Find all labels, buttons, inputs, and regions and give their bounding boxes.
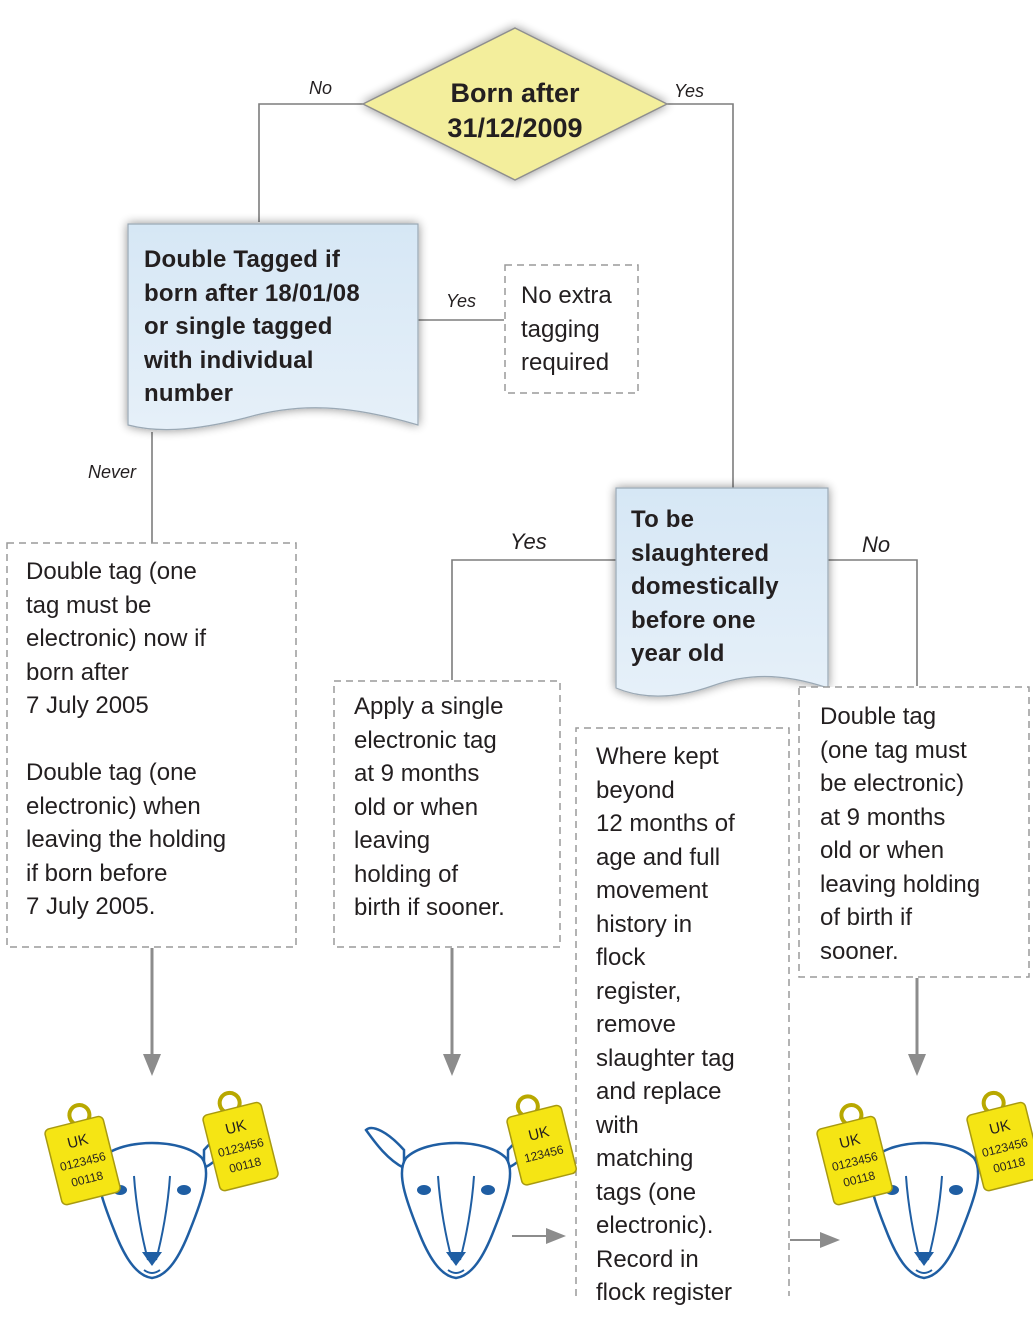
tag-country: UK: [66, 1131, 90, 1153]
double-tag-9m-text: Double tag (one tag must be electronic) …: [820, 703, 981, 965]
label-no-top: No: [309, 78, 333, 98]
box-double-tag-now-outline: [6, 542, 297, 948]
arrow-down-middle: [443, 1054, 461, 1076]
kept-beyond-text: Where kept beyond 12 months of age and f…: [596, 743, 735, 1306]
connector-no-branch: [258, 103, 363, 222]
tag-country: UK: [527, 1123, 551, 1145]
decision-line-2: 31/12/2009: [447, 113, 582, 143]
document-slaughter: [615, 487, 829, 697]
arrow-down-right: [908, 1054, 926, 1076]
arrow-right-from-kept-box: [820, 1232, 840, 1248]
tag-country: UK: [224, 1117, 248, 1139]
label-yes-no-extra: Yes: [446, 291, 477, 311]
label-never: Never: [88, 462, 137, 482]
sheep-double-tagged-icon: UK 0123456 00118 UK 0123456 00118: [816, 1090, 1033, 1280]
box-single-tag-outline: [333, 680, 561, 948]
tag-country: UK: [988, 1117, 1012, 1139]
tag-right-ear: UK 0123456 00118: [202, 1090, 279, 1192]
double-tagged-question: Double Tagged if born after 18/01/08 or …: [144, 246, 360, 407]
sheep-double-tagged-icon: UK 0123456 00118 UK 0123456 00118: [44, 1090, 279, 1280]
connector-slaughter-no: [828, 559, 918, 686]
tag-left-ear: UK 0123456 00118: [44, 1102, 121, 1206]
sheep-single-tagged-icon: UK 123456: [364, 1094, 577, 1280]
no-extra-tagging-text: No extra tagging required: [521, 282, 612, 376]
box-no-extra-outline: [504, 264, 639, 394]
double-tag-now-text: Double tag (one tag must be electronic) …: [26, 558, 227, 920]
dashed-boxes: [6, 264, 1030, 1296]
connector-slaughter-yes: [451, 559, 616, 680]
tag-right-ear: UK 123456: [506, 1094, 577, 1186]
connector-yes-branch: [667, 103, 734, 488]
box-double-tag-9m-outline: [798, 686, 1030, 978]
label-no-slaughter: No: [862, 532, 891, 557]
document-double-tagged: [127, 223, 419, 431]
arrow-right-to-kept-box: [546, 1228, 566, 1244]
box-kept-beyond-outline: [575, 727, 790, 1296]
decision-line-1: Born after: [450, 78, 580, 108]
tag-right-ear: UK 0123456 00118: [966, 1090, 1033, 1192]
decision-born-after: [361, 27, 669, 181]
single-tag-text: Apply a single electronic tag at 9 month…: [354, 693, 505, 921]
slaughter-question: To be slaughtered domestically before on…: [631, 506, 779, 667]
tag-country: UK: [838, 1131, 862, 1153]
arrows: [143, 948, 926, 1248]
arrow-down-left: [143, 1054, 161, 1076]
label-yes-top: Yes: [674, 81, 705, 101]
label-yes-slaughter: Yes: [510, 529, 547, 554]
connectors: [151, 103, 918, 686]
tag-left-ear: UK 0123456 00118: [816, 1102, 893, 1206]
